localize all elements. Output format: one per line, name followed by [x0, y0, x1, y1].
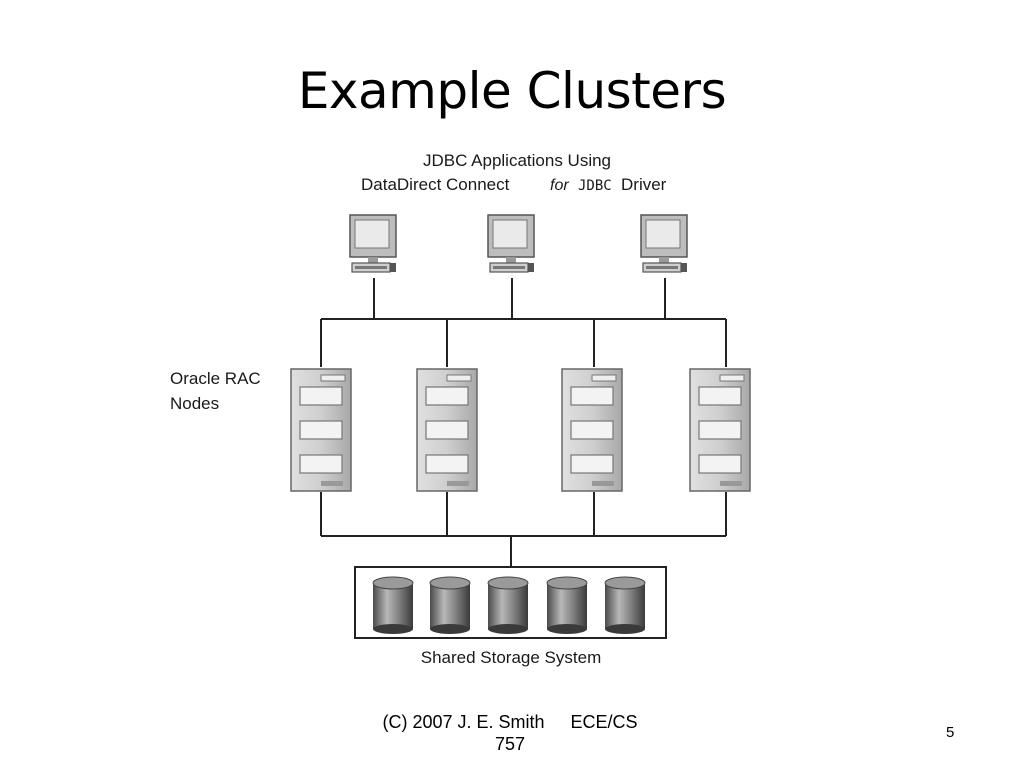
top-caption-line2-jdbc: JDBC [578, 178, 612, 194]
nodes-label-line1: Oracle RAC [170, 369, 261, 388]
page-number: 5 [946, 724, 955, 741]
footer-course-number: 757 [494, 734, 526, 754]
client-computer-icon [349, 214, 397, 273]
disk-icon [487, 576, 529, 634]
slide-title: Example Clusters [297, 62, 727, 120]
server-icon [416, 368, 478, 492]
rac-nodes [290, 368, 751, 492]
footer-author: (C) 2007 J. E. Smith [382, 712, 545, 732]
server-icon [689, 368, 751, 492]
shared-storage-system [354, 566, 667, 639]
top-caption-line2-connect: DataDirect Connect [361, 175, 510, 194]
connector-lines [320, 278, 727, 567]
storage-label: Shared Storage System [421, 648, 601, 667]
client-computer-icon [487, 214, 535, 273]
top-caption-line1: JDBC Applications Using [423, 151, 611, 170]
client-workstations [349, 214, 688, 273]
disk-icon [546, 576, 588, 634]
top-caption-line2-driver: Driver [621, 175, 667, 194]
nodes-label-line2: Nodes [170, 394, 219, 413]
disk-icon [604, 576, 646, 634]
disk-icon [429, 576, 471, 634]
client-computer-icon [640, 214, 688, 273]
disk-icon [372, 576, 414, 634]
footer-course: ECE/CS [570, 712, 638, 732]
server-icon [561, 368, 623, 492]
top-caption-line2-for: for [550, 177, 569, 194]
footer-credit: (C) 2007 J. E. Smith ECE/CS 757 [340, 711, 680, 755]
server-icon [290, 368, 352, 492]
